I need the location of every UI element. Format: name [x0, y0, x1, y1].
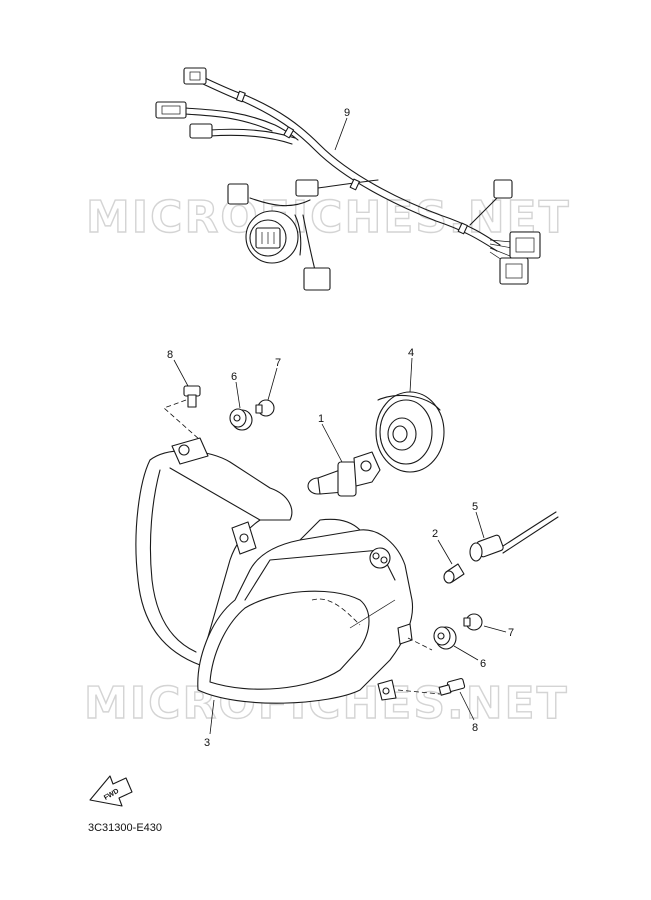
document-code: 3C31300-E430: [88, 822, 163, 834]
bolt-top: [183, 385, 201, 408]
callout-screw-bottom: 7: [508, 627, 514, 639]
callout-headlight-unit: 3: [204, 737, 210, 749]
callout-grommet-bottom: 6: [480, 658, 486, 670]
screw-top: [255, 399, 275, 417]
callout-bolt-bottom: 8: [472, 722, 478, 734]
watermark-top: MICROFICHES.NET: [86, 192, 571, 243]
bolt-bottom: [438, 677, 466, 696]
pilot-bulb: [443, 563, 465, 584]
callout-socket: 5: [472, 501, 478, 513]
headlight-unit: [135, 437, 414, 704]
wire-harness: [155, 67, 541, 291]
pilot-socket-cord: [469, 511, 559, 562]
screw-bottom: [463, 613, 483, 631]
forward-arrow-icon: FWD: [89, 775, 133, 807]
bulb-cover: [375, 391, 445, 473]
callout-pilot-bulb: 2: [432, 528, 438, 540]
grommet-bottom: [433, 626, 457, 650]
callout-cover: 4: [408, 347, 414, 359]
callout-harness: 9: [344, 107, 350, 119]
callout-screw-top: 7: [275, 357, 281, 369]
callout-grommet-top: 6: [231, 371, 237, 383]
callout-bulb: 1: [318, 413, 324, 425]
headlight-bulb: [307, 451, 381, 497]
grommet-top: [229, 408, 253, 431]
callout-bolt-top: 8: [167, 349, 173, 361]
